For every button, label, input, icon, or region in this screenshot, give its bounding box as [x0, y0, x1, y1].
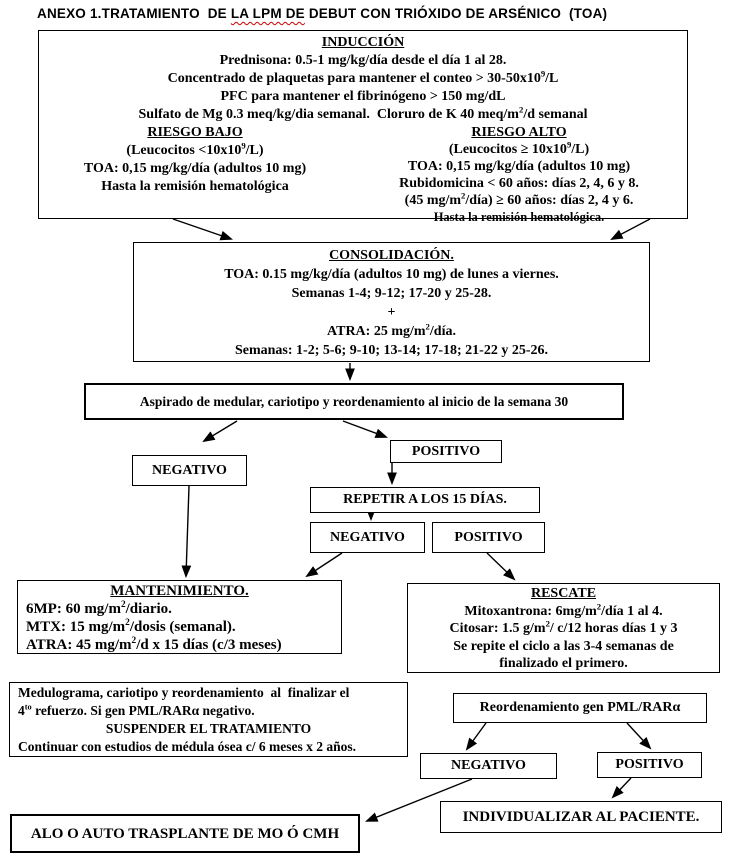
text-line: Citosar: 1.5 g/m2/ c/12 horas días 1 y 3	[449, 618, 678, 636]
plus-sign: +	[387, 305, 396, 320]
text-line: ALO O AUTO TRASPLANTE DE MO Ó CMH	[30, 825, 340, 842]
node-negativo-1: NEGATIVO	[132, 455, 247, 486]
text-line: TOA: 0,15 mg/kg/día (adultos 10 mg)	[407, 159, 631, 174]
page-title: ANEXO 1.TRATAMIENTO DE LA LPM DE DEBUT C…	[37, 6, 727, 21]
text-line: Hasta la remisión hematológica	[101, 179, 289, 194]
node-reordenamiento-gen: Reordenamiento gen PML/RARα	[453, 693, 707, 723]
text-line: PFC para mantener el fibrinógeno > 150 m…	[220, 89, 506, 104]
consolidacion-heading: CONSOLIDACIÓN.	[329, 248, 454, 263]
arrow-negativo1-mantenimiento	[181, 485, 192, 579]
text-line: REPETIR A LOS 15 DÍAS.	[343, 492, 507, 507]
arrow-aspirado-positivo1	[342, 420, 388, 438]
node-trasplante: ALO O AUTO TRASPLANTE DE MO Ó CMH	[10, 814, 360, 853]
arrow-positivo2-rescate	[486, 552, 516, 581]
riesgo-bajo-column: RIESGO BAJO (Leucocitos <10x109/L) TOA: …	[39, 124, 351, 226]
text-line: (Leucocitos ≥ 10x109/L)	[448, 139, 590, 157]
riesgo-alto-column: RIESGO ALTO (Leucocitos ≥ 10x109/L) TOA:…	[351, 124, 687, 226]
text-line: NEGATIVO	[330, 529, 405, 545]
node-repetir-15-dias: REPETIR A LOS 15 DÍAS.	[310, 487, 540, 513]
text-line: Hasta la remisión hematológica.	[433, 210, 605, 224]
text-line: Reordenamiento gen PML/RARα	[479, 700, 681, 715]
induccion-heading: INDUCCIÓN	[321, 35, 405, 50]
arrow-negativo2-mantenimiento	[305, 552, 343, 578]
text-line: Semanas: 1-2; 5-6; 9-10; 13-14; 17-18; 2…	[234, 343, 548, 358]
arrow-positivo3-individualizar	[611, 777, 632, 799]
node-positivo-3: POSITIVO	[597, 752, 702, 778]
node-negativo-2: NEGATIVO	[310, 522, 425, 553]
node-medulograma: Medulograma, cariotipo y reordenamiento …	[9, 682, 408, 757]
node-consolidacion: CONSOLIDACIÓN. TOA: 0.15 mg/kg/día (adul…	[133, 242, 650, 362]
text-line: INDIVIDUALIZAR AL PACIENTE.	[462, 809, 700, 825]
text-line: finalizado el primero.	[499, 656, 628, 671]
riesgo-bajo-heading: RIESGO BAJO	[147, 125, 243, 140]
text-line: TOA: 0.15 mg/kg/día (adultos 10 mg) de l…	[224, 267, 559, 282]
text-line: Mitoxantrona: 6mg/m2/día 1 al 4.	[464, 600, 663, 619]
text-line: 6MP: 60 mg/m2/diario.	[26, 600, 172, 617]
text-line: Se repite el ciclo a las 3-4 semanas de	[453, 638, 674, 654]
arrow-reordenamiento-positivo3	[626, 722, 652, 750]
text-line: Semanas 1-4; 9-12; 17-20 y 25-28.	[291, 286, 492, 301]
arrow-reordenamiento-negativo3	[465, 722, 487, 751]
rescate-heading: RESCATE	[530, 586, 597, 601]
text-line: ATRA: 45 mg/m2/d x 15 días (c/3 meses)	[26, 636, 282, 653]
node-negativo-3: NEGATIVO	[420, 753, 557, 779]
mantenimiento-heading: MANTENIMIENTO.	[110, 583, 249, 599]
node-induccion: INDUCCIÓN Prednisona: 0.5-1 mg/kg/día de…	[38, 30, 688, 224]
node-mantenimiento: MANTENIMIENTO. 6MP: 60 mg/m2/diario. MTX…	[17, 580, 342, 654]
title-part: DEBUT CON TRIÓXIDO DE ARSÉNICO (TOA)	[304, 6, 608, 21]
text-line: Concentrado de plaquetas para mantener e…	[167, 68, 559, 86]
title-misspelled-part: LA LPM DE	[230, 6, 305, 21]
node-individualizar-paciente: INDIVIDUALIZAR AL PACIENTE.	[440, 801, 722, 833]
text-line: POSITIVO	[615, 757, 684, 772]
node-rescate: RESCATE Mitoxantrona: 6mg/m2/día 1 al 4.…	[407, 583, 720, 673]
text-line: Medulograma, cariotipo y reordenamiento …	[18, 685, 350, 700]
text-line: (45 mg/m2/día) ≥ 60 años: días 2, 4 y 6.	[404, 190, 634, 208]
text-line: (Leucocitos <10x109/L)	[126, 140, 264, 158]
text-line: NEGATIVO	[451, 758, 526, 773]
text-line: Continuar con estudios de médula ósea c/…	[18, 739, 357, 754]
node-positivo-1: POSITIVO	[390, 440, 502, 463]
text-line: ATRA: 25 mg/m2/día.	[327, 321, 456, 339]
suspender-tratamiento-line: SUSPENDER EL TRATAMIENTO	[105, 721, 312, 736]
node-aspirado-medular: Aspirado de medular, cariotipo y reorden…	[84, 383, 624, 420]
arrow-aspirado-negativo1	[202, 420, 238, 443]
text-line: MTX: 15 mg/m2/dosis (semanal).	[26, 618, 236, 635]
text-line: Aspirado de medular, cariotipo y reorden…	[139, 393, 569, 409]
text-line: Sulfato de Mg 0.3 meq/kg/dia semanal. Cl…	[138, 104, 588, 122]
text-line: POSITIVO	[411, 443, 481, 459]
text-line: TOA: 0,15 mg/kg/día (adultos 10 mg)	[83, 161, 307, 176]
text-line: 4to refuerzo. Si gen PML/RARα negativo.	[18, 702, 255, 718]
text-line: Prednisona: 0.5-1 mg/kg/día desde el día…	[219, 53, 507, 68]
text-line: POSITIVO	[454, 529, 523, 545]
text-line: Rubidomicina < 60 años: días 2, 4, 6 y 8…	[399, 176, 639, 191]
riesgo-alto-heading: RIESGO ALTO	[471, 125, 567, 140]
text-line: NEGATIVO	[152, 462, 227, 478]
node-positivo-2: POSITIVO	[432, 522, 545, 553]
title-part: ANEXO 1.TRATAMIENTO DE	[37, 6, 231, 21]
